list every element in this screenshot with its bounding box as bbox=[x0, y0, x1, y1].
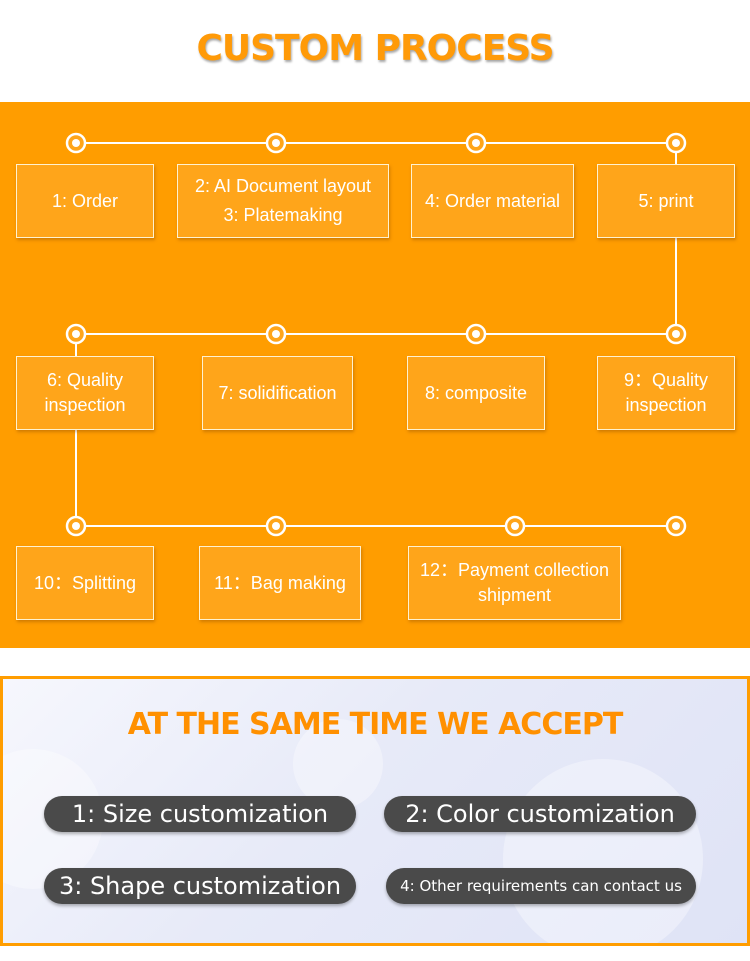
process-panel: 1: Order 2: AI Document layout 3: Platem… bbox=[0, 102, 750, 648]
step-label: 1: Order bbox=[51, 190, 119, 211]
step-label: 8: composite bbox=[424, 382, 528, 403]
step-label: 5: print bbox=[638, 190, 694, 211]
step-box-order: 1: Order bbox=[16, 164, 154, 238]
step-label: inspection bbox=[44, 395, 126, 415]
step-box-quality-inspection-1: 6: Quality inspection bbox=[16, 356, 154, 430]
step-box-splitting: 10：Splitting bbox=[16, 546, 154, 620]
option-pill-shape: 3: Shape customization bbox=[44, 868, 356, 904]
option-pill-color: 2: Color customization bbox=[384, 796, 696, 832]
accept-section: AT THE SAME TIME WE ACCEPT 1: Size custo… bbox=[0, 676, 750, 946]
step-box-bag-making: 11：Bag making bbox=[199, 546, 361, 620]
option-pill-other: 4: Other requirements can contact us bbox=[386, 868, 696, 904]
accept-title: AT THE SAME TIME WE ACCEPT bbox=[127, 707, 624, 742]
step-label: 12：Payment collection bbox=[419, 560, 610, 580]
background-bubble bbox=[503, 759, 703, 943]
step-label: 10：Splitting bbox=[33, 572, 137, 593]
process-connector-lines bbox=[65, 132, 687, 537]
option-pill-size: 1: Size customization bbox=[44, 796, 356, 832]
step-label: 7: solidification bbox=[218, 382, 337, 403]
step-box-payment-shipment: 12：Payment collection shipment bbox=[408, 546, 621, 620]
step-label: 2: AI Document layout bbox=[194, 176, 372, 196]
step-box-solidification: 7: solidification bbox=[202, 356, 353, 430]
step-label: 11：Bag making bbox=[214, 572, 346, 593]
step-label: 3: Platemaking bbox=[223, 205, 343, 225]
step-box-composite: 8: composite bbox=[407, 356, 545, 430]
custom-process-title: CUSTOM PROCESS bbox=[196, 28, 554, 69]
step-label: 9：Quality bbox=[623, 370, 709, 390]
step-label: 6: Quality bbox=[46, 370, 124, 390]
step-box-quality-inspection-2: 9：Quality inspection bbox=[597, 356, 735, 430]
background-bubble bbox=[293, 719, 383, 809]
step-label: shipment bbox=[477, 585, 552, 605]
step-label: inspection bbox=[625, 395, 707, 415]
bottom-spacer bbox=[0, 946, 750, 961]
step-box-layout-platemaking: 2: AI Document layout 3: Platemaking bbox=[177, 164, 389, 238]
step-label: 4: Order material bbox=[424, 190, 561, 211]
step-box-print: 5: print bbox=[597, 164, 735, 238]
step-box-order-material: 4: Order material bbox=[411, 164, 574, 238]
